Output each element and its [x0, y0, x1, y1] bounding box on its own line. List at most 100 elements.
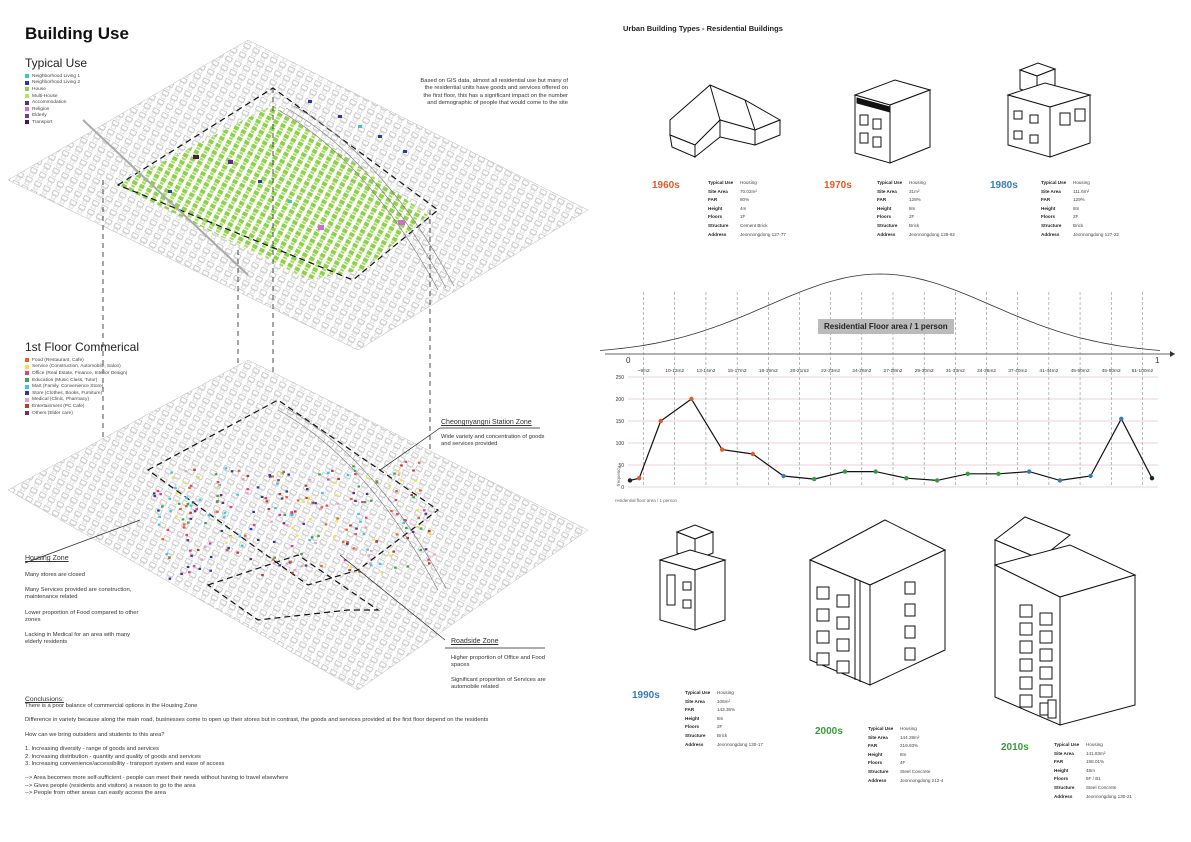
spec-key: Floors: [1054, 776, 1069, 782]
residential-area: [118, 105, 428, 280]
spec-key: Site Area: [868, 734, 888, 740]
legend-swatch: [25, 411, 29, 416]
data-point: [812, 476, 817, 482]
commercial-dot: [358, 570, 361, 573]
commercial-dot: [277, 479, 280, 482]
commercial-dot: [283, 513, 287, 516]
legend-label: Elderly: [32, 113, 47, 119]
y-tick-label: 200: [616, 397, 625, 403]
commercial-dot: [417, 517, 420, 520]
commercial-dot: [223, 511, 227, 514]
commercial-dot: [346, 474, 350, 477]
spec-value: Housing: [740, 180, 757, 185]
spec-key: Typical Use: [685, 690, 711, 695]
commercial-dot: [286, 524, 289, 527]
building-1970s-drawing: [853, 79, 932, 164]
commercial-dot: [327, 478, 330, 481]
commercial-dot: [320, 564, 323, 567]
commercial-dot: [352, 465, 355, 468]
spec-value: Brick: [909, 222, 920, 228]
first-floor-legend-item: Office (Real Estate, Finance, Interior D…: [25, 370, 127, 377]
conclusions-line: There is a poor balance of commercial op…: [25, 703, 198, 709]
commercial-dot: [249, 558, 253, 561]
decade-1960s-label: 1960s: [652, 180, 680, 191]
commercial-dot: [348, 569, 351, 572]
spec-key: FAR: [1041, 197, 1051, 203]
commercial-dot: [237, 469, 241, 472]
commercial-dot: [282, 470, 285, 473]
legend-label: Medical (Clinic, Pharmacy): [32, 397, 90, 403]
balcony: [1019, 604, 1033, 618]
spec-key: Floors: [685, 724, 700, 730]
spec-key: Height: [868, 751, 883, 757]
data-point: [1149, 476, 1155, 481]
commercial-dot: [341, 540, 345, 543]
legend-label: Store (Clothes, Books, Furniture): [32, 390, 103, 396]
commercial-dot: [424, 548, 428, 551]
category-label: ~9m2: [638, 368, 650, 374]
commercial-dot: [185, 533, 188, 537]
legend-label: Others (Elder care): [32, 410, 73, 416]
balcony: [1019, 676, 1033, 690]
housing-zone-p1: Many stores are closed: [25, 572, 85, 578]
commercial-dot: [397, 473, 401, 476]
spec-key: Site Area: [1041, 188, 1061, 194]
data-point: [873, 469, 878, 474]
commercial-dot: [308, 478, 312, 481]
data-point: [719, 447, 725, 452]
station-zone-text: Wide variety and concentration of goods …: [441, 434, 545, 448]
spec-value: 2F: [909, 214, 915, 220]
commercial-dot: [293, 569, 297, 572]
commercial-dot: [198, 567, 202, 570]
legend-label: Entertainment (PC Cafe): [32, 403, 85, 409]
commercial-dot: [350, 497, 353, 501]
commercial-dot: [177, 502, 181, 505]
commercial-dot: [156, 489, 160, 493]
spec-value: 8m: [900, 751, 907, 757]
page-title: Building Use: [25, 24, 129, 43]
first-floor-map: [8, 360, 588, 690]
spec-value: Brick: [717, 732, 728, 738]
commercial-dot: [271, 558, 275, 561]
railway-lines: [277, 105, 455, 291]
commercial-dot: [195, 508, 198, 511]
data-point: [904, 476, 909, 481]
commercial-dot: [279, 472, 283, 475]
commercial-dot: [216, 494, 219, 497]
commercial-dot: [209, 569, 212, 572]
balcony: [1039, 684, 1053, 698]
commercial-dot: [291, 526, 295, 529]
window: [816, 630, 830, 644]
commercial-dot: [270, 520, 273, 523]
spec-value: 80%: [740, 197, 750, 203]
data-point: [658, 418, 663, 424]
commercial-dot: [197, 476, 200, 479]
spec-key: Address: [868, 777, 887, 783]
commercial-dot: [161, 505, 164, 508]
commercial-dot: [302, 500, 305, 504]
legend-label: Transport: [32, 119, 53, 125]
spec-value: Cement Brick: [740, 222, 768, 228]
commercial-dot: [165, 553, 168, 556]
commercial-dot: [185, 496, 188, 499]
commercial-dot: [209, 555, 213, 559]
commercial-dot: [246, 474, 250, 478]
commercial-dot: [222, 516, 226, 519]
spec-key: FAR: [868, 743, 878, 749]
spec-key: Height: [685, 715, 700, 721]
balcony: [1039, 666, 1053, 680]
legend-swatch: [25, 100, 29, 105]
commercial-dot: [238, 535, 242, 538]
commercial-dot: [216, 485, 220, 489]
commercial-dot: [278, 493, 282, 496]
commercial-dot: [307, 496, 311, 499]
commercial-dot: [395, 490, 398, 493]
